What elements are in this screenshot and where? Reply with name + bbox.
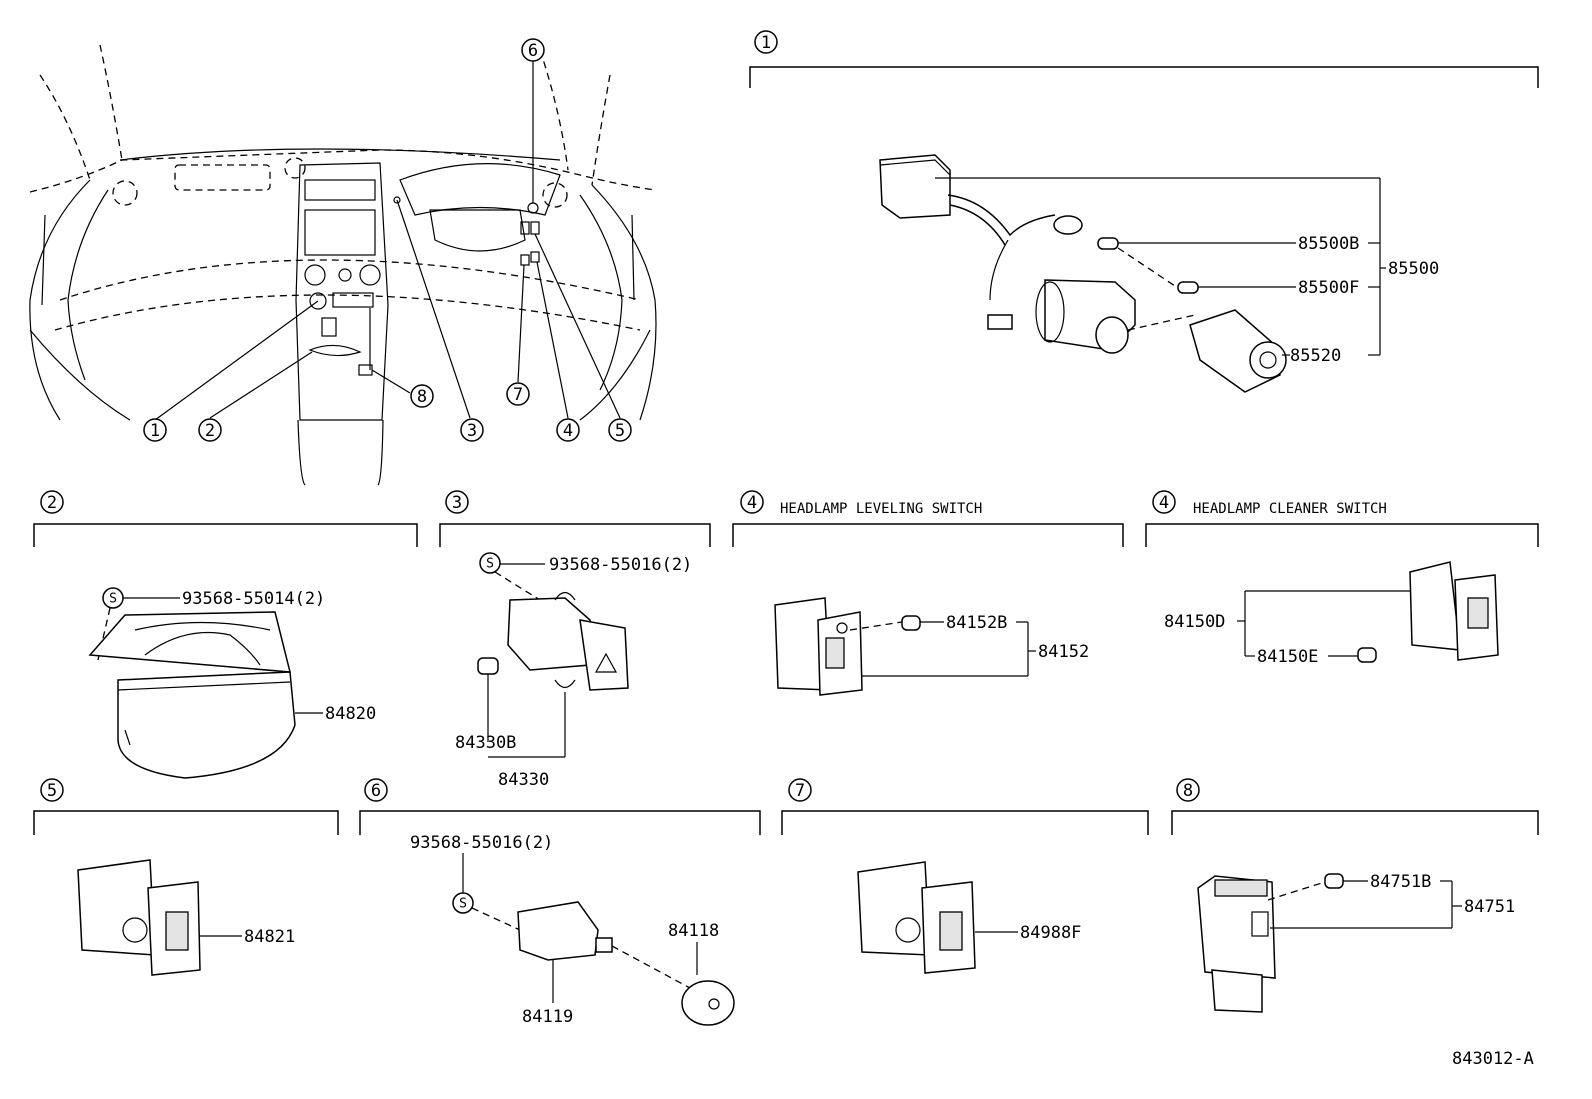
part-84751b: 84751B [1370, 872, 1431, 892]
part-84152b: 84152B [946, 613, 1007, 633]
switch-icon [165, 911, 189, 951]
section-number: 2 [47, 493, 57, 513]
section-bracket [732, 523, 1124, 547]
section-title: HEADLAMP LEVELING SWITCH [780, 501, 982, 517]
section-bracket [439, 523, 711, 547]
section-1-cigarette-lighter: 1 85500B 85500F 85 [749, 30, 1539, 393]
switch-body [77, 859, 156, 956]
dashboard-overview: 1 2 3 4 5 6 7 8 [29, 38, 657, 486]
rheostat-shaft [595, 937, 613, 953]
switch-body [117, 671, 296, 779]
bulb-85500f [1177, 281, 1199, 294]
svg-text:8: 8 [417, 387, 427, 407]
bulb-84150e [1357, 647, 1377, 663]
connector [879, 154, 951, 219]
cleaner-icon [1467, 597, 1489, 629]
figure-code: 843012-A [1452, 1049, 1534, 1069]
section-number: 6 [371, 781, 381, 801]
rheostat-knob [681, 980, 735, 1026]
section-6-rheostat: 6 93568-55016(2) S 84119 84118 [359, 778, 761, 1027]
callout-3: 3 [460, 418, 484, 442]
svg-text:S: S [109, 592, 117, 607]
part-84751: 84751 [1464, 897, 1515, 917]
part-84821: 84821 [244, 927, 295, 947]
part-84118: 84118 [668, 921, 719, 941]
bulb-84152b [901, 615, 921, 631]
callout-7: 7 [506, 382, 530, 406]
part-85520: 85520 [1290, 346, 1341, 366]
switch-body [1197, 875, 1276, 979]
rheostat-body [517, 901, 599, 961]
section-4-headlamp-leveling-switch: 4 HEADLAMP LEVELING SWITCH 84152B 84152 [732, 490, 1124, 696]
svg-text:6: 6 [528, 41, 538, 61]
switch-icon [939, 911, 963, 951]
section-number: 8 [1183, 781, 1193, 801]
cleaner-switch-body [1409, 561, 1461, 651]
part-84330: 84330 [498, 770, 549, 790]
screw-icon [452, 892, 474, 914]
part-85500b: 85500B [1298, 234, 1359, 254]
svg-text:1: 1 [150, 421, 160, 441]
leveling-dial [825, 637, 845, 669]
section-bracket [1171, 810, 1539, 835]
svg-text:7: 7 [513, 385, 523, 405]
part-84150d: 84150D [1164, 612, 1225, 632]
callout-6: 6 [521, 38, 545, 62]
svg-text:2: 2 [205, 421, 215, 441]
part-93568-55016-b: 93568-55016(2) [410, 833, 553, 853]
section-7-switch: 7 84988F [781, 778, 1149, 974]
section-bracket [1145, 523, 1539, 547]
section-2-hazard-mirror-switch: 2 S 93568-55014(2) 84820 [33, 490, 418, 779]
section-number: 4 [1159, 493, 1169, 513]
callout-1: 1 [143, 418, 167, 442]
section-number: 3 [452, 493, 462, 513]
callout-5: 5 [608, 418, 632, 442]
svg-text:S: S [459, 897, 467, 912]
svg-text:3: 3 [467, 421, 477, 441]
part-93568-55014: 93568-55014(2) [182, 589, 325, 609]
section-5-switch: 5 84821 [33, 778, 339, 976]
bulb-84330b [477, 657, 499, 675]
part-84119: 84119 [522, 1007, 573, 1027]
screw-icon [479, 552, 501, 574]
callout-8: 8 [410, 384, 434, 408]
section-number: 4 [747, 493, 757, 513]
section-3-hazard-switch: 3 S 93568-55016(2) 84330B 84330 [439, 490, 711, 790]
section-number: 1 [761, 33, 771, 53]
hazard-switch-body [507, 597, 591, 671]
part-85500: 85500 [1388, 259, 1439, 279]
section-bracket [33, 810, 339, 835]
callout-4: 4 [556, 418, 580, 442]
section-4-headlamp-cleaner-switch: 4 HEADLAMP CLEANER SWITCH 84150D 84150E [1145, 490, 1539, 667]
section-8-switch: 8 84751B 84751 [1171, 778, 1539, 1013]
switch-top-panel [88, 611, 291, 673]
part-84330b: 84330B [455, 733, 516, 753]
section-bracket [33, 523, 418, 547]
part-93568-55016: 93568-55016(2) [549, 555, 692, 575]
section-title: HEADLAMP CLEANER SWITCH [1193, 501, 1387, 517]
part-84820: 84820 [325, 704, 376, 724]
part-84988f: 84988F [1020, 923, 1081, 943]
section-bracket [749, 66, 1539, 88]
bulb-85500b [1097, 237, 1119, 250]
section-number: 7 [795, 781, 805, 801]
callout-2: 2 [198, 418, 222, 442]
switch-body [857, 861, 931, 956]
section-number: 5 [47, 781, 57, 801]
part-84150e: 84150E [1257, 647, 1318, 667]
bulb-84751b [1324, 873, 1344, 889]
switch-top-indicator [1214, 879, 1268, 897]
svg-text:S: S [486, 557, 494, 572]
svg-text:4: 4 [563, 421, 573, 441]
part-85500f: 85500F [1298, 278, 1359, 298]
hazard-triangle-icon [594, 652, 618, 673]
part-84152: 84152 [1038, 642, 1089, 662]
section-bracket [781, 810, 1149, 835]
section-bracket [359, 810, 761, 835]
svg-text:5: 5 [615, 421, 625, 441]
